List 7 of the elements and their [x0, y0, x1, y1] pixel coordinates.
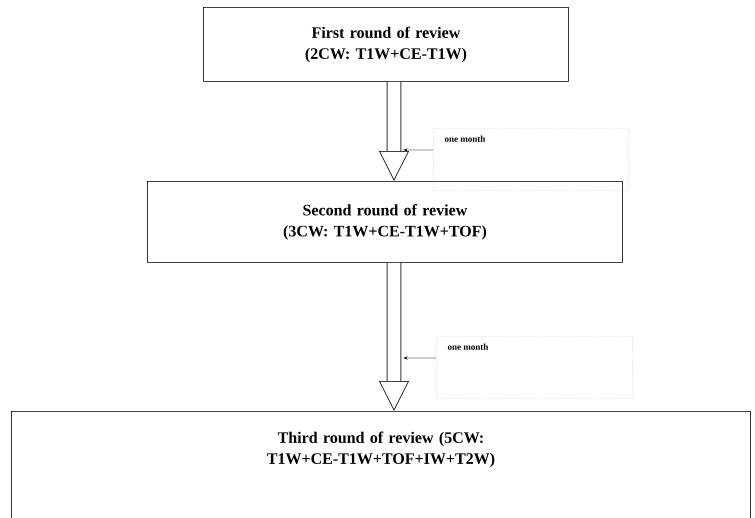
process-box: Third round of review (5CW: T1W+CE-T1W+TOF+IW+T2W) [11, 411, 751, 518]
process-box: Second round of review (3CW: T1W+CE-T1W+TOF) [147, 181, 623, 263]
leader-line [403, 356, 436, 360]
process-box: First round of review (2CW: T1W+CE-T1W) [203, 7, 569, 82]
leader-line [403, 148, 434, 152]
note-box: one month [436, 336, 632, 398]
note-box: one month [433, 128, 628, 190]
